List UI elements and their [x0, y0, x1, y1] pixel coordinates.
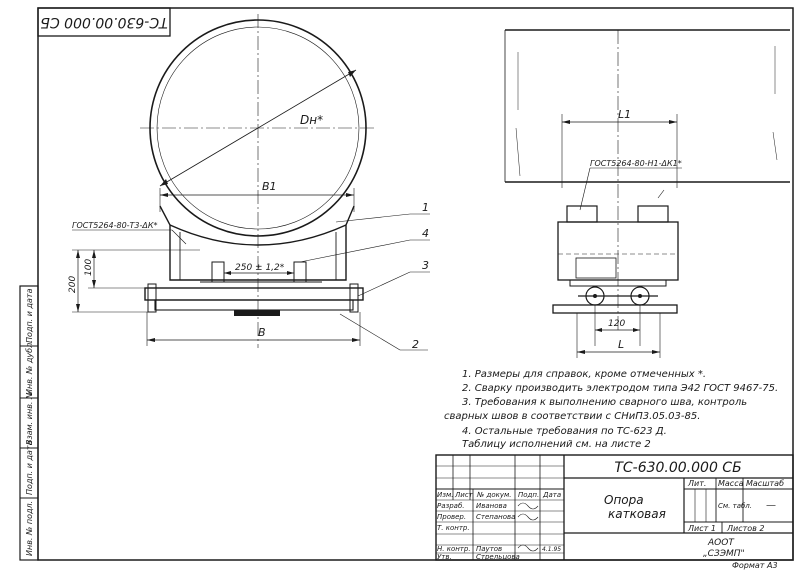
sheet-number: Лист 1 — [687, 524, 716, 533]
hdr-doc: № докум. — [476, 491, 512, 499]
callout-1: 1 — [422, 201, 429, 214]
front-view: Dн* B1 250 ± 1,2* B — [68, 14, 430, 351]
dim-b1: B1 — [262, 180, 277, 193]
name-nkontr: Паутов — [476, 545, 502, 553]
title-block: Изм. Лист № докум. Подп. Дата Разраб. Ив… — [435, 454, 794, 561]
role-nkontr: Н. контр. — [437, 545, 471, 553]
note-4: 4. Остальные требования по ТС-623 Д. — [462, 425, 667, 437]
format-label: Формат А3 — [732, 561, 778, 570]
sheet-count: Листов 2 — [726, 524, 765, 533]
scale-value: — — [766, 500, 776, 511]
mass-value: См. табл. — [718, 502, 752, 510]
org-line-1: АООТ — [707, 538, 735, 548]
hdr-list: Лист — [454, 491, 474, 499]
dim-l: L — [618, 338, 624, 351]
callout-4: 4 — [422, 227, 429, 240]
outer-frame — [37, 7, 794, 561]
org-line-2: „СЗЭМП" — [703, 549, 745, 559]
note-3b: сварных швов в соответствии с СНиП3.05.0… — [444, 411, 700, 422]
note-table: Таблицу исполнений см. на листе 2 — [462, 438, 651, 450]
rotated-code-box: ТС-630.00.000 СБ — [37, 7, 171, 37]
dim-dn: Dн* — [300, 113, 323, 127]
dim-l1: L1 — [618, 108, 631, 121]
dim-100: 100 — [84, 259, 94, 276]
stamp-vzam-inv: Взам. инв. № — [25, 391, 34, 445]
dim-120: 120 — [608, 319, 625, 329]
hdr-podp: Подп. — [518, 491, 539, 499]
name-razrab: Иванова — [476, 502, 507, 510]
note-3a: 3. Требования к выполнению сварного шва,… — [462, 396, 747, 408]
name-line-1: Опора — [604, 493, 644, 507]
lit-label: Лит. — [687, 479, 706, 488]
hdr-izm: Изм. — [437, 491, 453, 499]
dim-250: 250 ± 1,2* — [235, 263, 285, 273]
role-prover: Провер. — [437, 513, 466, 521]
dim-200: 200 — [68, 276, 78, 293]
role-razrab: Разраб. — [437, 502, 465, 510]
weld-left-label: ГОСТ5264-80-Т3-ΔК* — [72, 221, 158, 230]
mass-label: Масса — [718, 479, 744, 488]
weld-right-label: ГОСТ5264-80-Н1-ΔК1* — [590, 159, 682, 168]
stamp-podp-data-1: Подп. и дата — [25, 440, 34, 495]
designation: ТС-630.00.000 СБ — [614, 460, 741, 476]
callout-3: 3 — [422, 259, 429, 272]
name-prover: Степанова — [476, 513, 515, 521]
callout-2: 2 — [412, 338, 419, 351]
stamp-podp-data-2: Подп. и дата — [25, 288, 34, 343]
role-tkontr: Т. контр. — [437, 524, 470, 532]
role-utv: Утв. — [437, 553, 452, 561]
hdr-date: Дата — [542, 491, 561, 499]
stamp-inv-dubl: Инв. № дубл. — [25, 340, 34, 395]
note-2: 2. Сварку производить электродом типа Э4… — [462, 383, 778, 394]
name-line-2: катковая — [608, 507, 666, 521]
note-1: 1. Размеры для справок, кроме отмеченных… — [462, 369, 706, 380]
side-stamp: Инв. № подл. Подп. и дата Взам. инв. № И… — [19, 285, 39, 561]
side-view: L1 ГОСТ5264-80-Н1-ΔК1* 120 L — [504, 29, 790, 358]
dim-b: B — [258, 326, 266, 339]
stamp-inv-podl: Инв. № подл. — [25, 501, 34, 556]
name-utv: Стрельцова — [476, 553, 520, 561]
notes: 1. Размеры для справок, кроме отмеченных… — [444, 369, 778, 450]
scale-label: Масштаб — [746, 479, 784, 488]
sign-date: 4.1.95 — [542, 546, 561, 553]
rotated-code: ТС-630.00.000 СБ — [40, 14, 167, 30]
